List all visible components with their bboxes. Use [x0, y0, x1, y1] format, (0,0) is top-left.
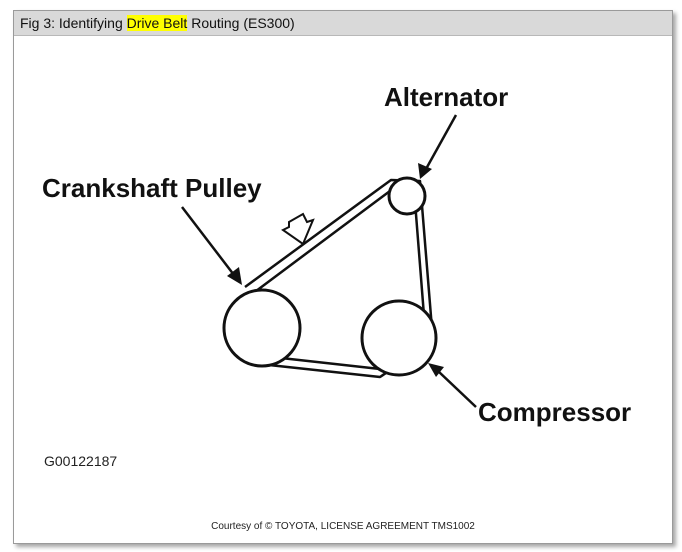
- figure-panel: Fig 3: Identifying Drive Belt Routing (E…: [13, 10, 673, 544]
- figure-code: G00122187: [44, 453, 118, 469]
- figure-title: Fig 3: Identifying Drive Belt Routing (E…: [20, 11, 295, 35]
- belt-direction-arrow-icon: [281, 212, 315, 246]
- crankshaft-pulley-label: Crankshaft Pulley: [42, 173, 262, 203]
- courtesy-text: Courtesy of © TOYOTA, LICENSE AGREEMENT …: [211, 521, 475, 532]
- title-highlight: Drive Belt: [126, 15, 188, 31]
- crankshaft-pulley: [222, 288, 302, 368]
- alternator-label: Alternator: [384, 82, 508, 112]
- alternator-pulley: [387, 176, 427, 216]
- title-suffix: Routing (ES300): [187, 15, 295, 31]
- title-prefix: Fig 3: Identifying: [20, 15, 127, 31]
- belt-routing-diagram: Alternator Crankshaft Pulley Compressor: [42, 82, 631, 427]
- leader-lines: [181, 114, 477, 408]
- figure-title-bar: Fig 3: Identifying Drive Belt Routing (E…: [14, 11, 672, 36]
- compressor-pulley: [360, 299, 438, 377]
- compressor-label: Compressor: [478, 397, 631, 427]
